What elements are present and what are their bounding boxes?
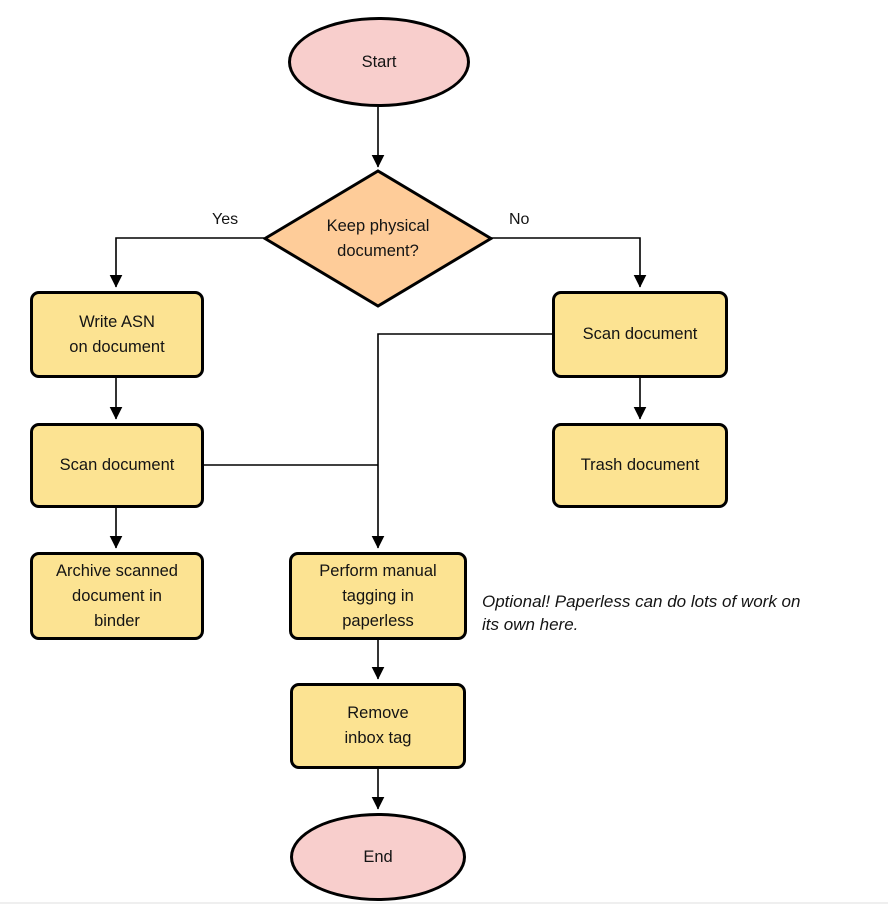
- node-end: End: [290, 813, 466, 901]
- node-trash-document: Trash document: [552, 423, 728, 508]
- optional-note: Optional! Paperless can do lots of work …: [482, 592, 801, 634]
- node-remove-inbox-tag: Remove inbox tag: [290, 683, 466, 769]
- node-scan-document-left: Scan document: [30, 423, 204, 508]
- node-scan-document-right-label: Scan document: [582, 325, 698, 343]
- node-start: Start: [288, 17, 470, 107]
- node-scan-document-right: Scan document: [552, 291, 728, 378]
- edge-decision-writeasn: [109, 237, 264, 288]
- bottom-hairline: [0, 902, 888, 904]
- node-decision-label: Keep physical document?: [326, 216, 430, 260]
- node-end-label: End: [363, 847, 393, 866]
- node-trash-document-label: Trash document: [580, 456, 700, 474]
- node-scan-document-left-label: Scan document: [59, 456, 175, 474]
- edge-label-no: No: [509, 211, 530, 228]
- edge-label-yes: Yes: [212, 211, 239, 228]
- node-write-asn-label: Write ASN on document: [69, 312, 165, 356]
- node-manual-tagging-label: Perform manual tagging in paperless: [319, 561, 437, 630]
- node-start-label: Start: [361, 52, 397, 71]
- edge-decision-scanright: [490, 237, 647, 288]
- node-decision: Keep physical document?: [262, 169, 494, 308]
- node-archive-binder: Archive scanned document in binder: [30, 552, 204, 640]
- node-archive-binder-label: Archive scanned document in binder: [56, 561, 178, 630]
- decision-diamond-shape: [262, 169, 494, 308]
- node-remove-inbox-tag-label: Remove inbox tag: [344, 704, 412, 747]
- edge-scanright-tagging: [371, 333, 552, 549]
- node-manual-tagging: Perform manual tagging in paperless: [289, 552, 467, 640]
- node-write-asn: Write ASN on document: [30, 291, 204, 378]
